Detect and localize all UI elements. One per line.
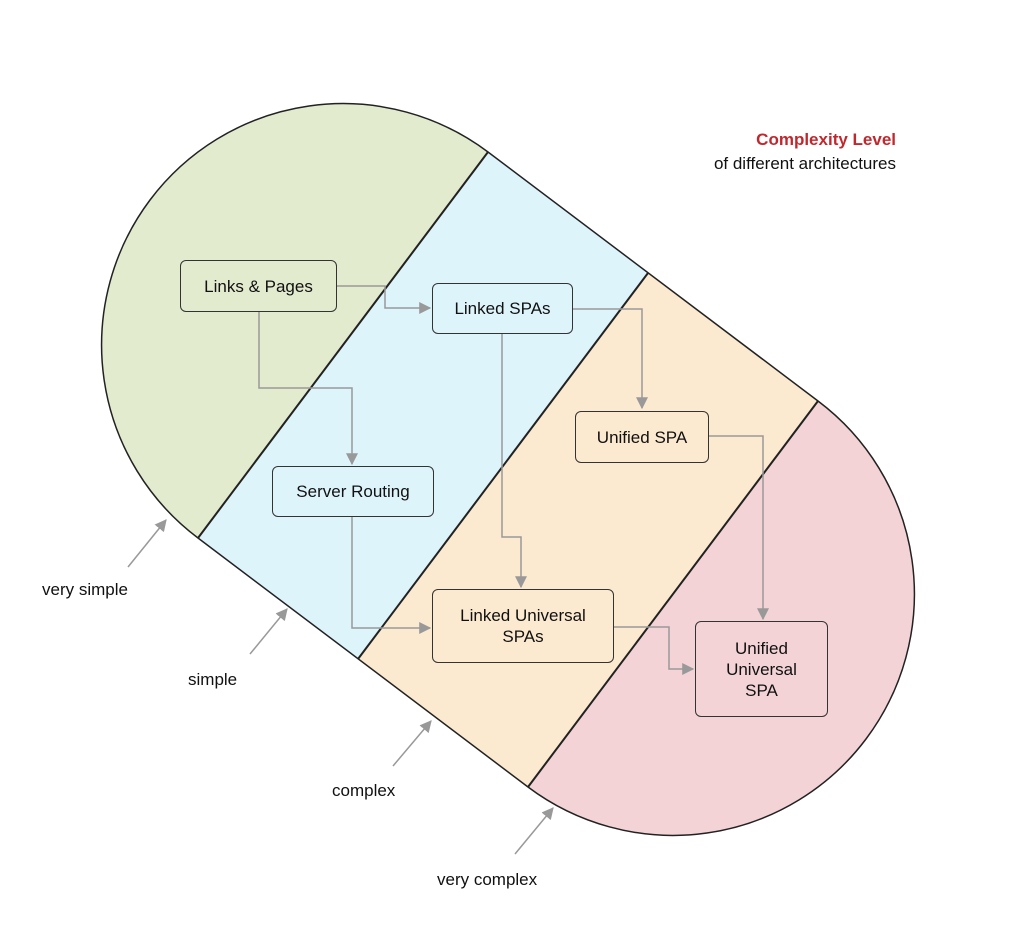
legend: Complexity Level of different architectu… (714, 128, 896, 176)
connector-linked-spas-to-linked-universal (501, 334, 527, 589)
connector-server-routing-to-linked-universal (351, 517, 432, 634)
label-complex: complex (332, 781, 396, 800)
legend-title: Complexity Level (756, 130, 896, 149)
pointer-very-complex (514, 807, 554, 855)
divider-very-simple-simple (197, 151, 489, 539)
connector-linked-universal-to-unified-universal (614, 626, 695, 675)
connector-links-to-server-routing (258, 312, 358, 466)
label-very-complex: very complex (437, 870, 538, 889)
pointer-very-simple (127, 519, 167, 568)
zone-very-simple (101, 103, 489, 538)
label-simple: simple (188, 670, 238, 689)
node-linked-universal-spas: Linked Universal SPAs (432, 589, 614, 663)
connector-unified-spa-to-unified-universal (709, 435, 769, 621)
node-server-routing: Server Routing (272, 466, 434, 517)
zone-simple (198, 152, 648, 659)
divider-complex-very-complex (527, 400, 819, 788)
node-unified-spa: Unified SPA (575, 411, 709, 463)
zone-very-complex (528, 401, 915, 836)
node-unified-universal-spa: Unified Universal SPA (695, 621, 828, 717)
node-links-pages: Links & Pages (180, 260, 337, 312)
legend-subtitle: of different architectures (713, 154, 896, 173)
connector-links-to-linked-spas (337, 285, 432, 314)
divider-simple-complex (357, 272, 649, 660)
label-very-simple: very simple (42, 580, 128, 599)
pointer-simple (249, 608, 288, 655)
pointer-complex (392, 720, 432, 767)
node-linked-spas: Linked SPAs (432, 283, 573, 334)
connector-linked-spas-to-unified-spa (573, 308, 648, 410)
